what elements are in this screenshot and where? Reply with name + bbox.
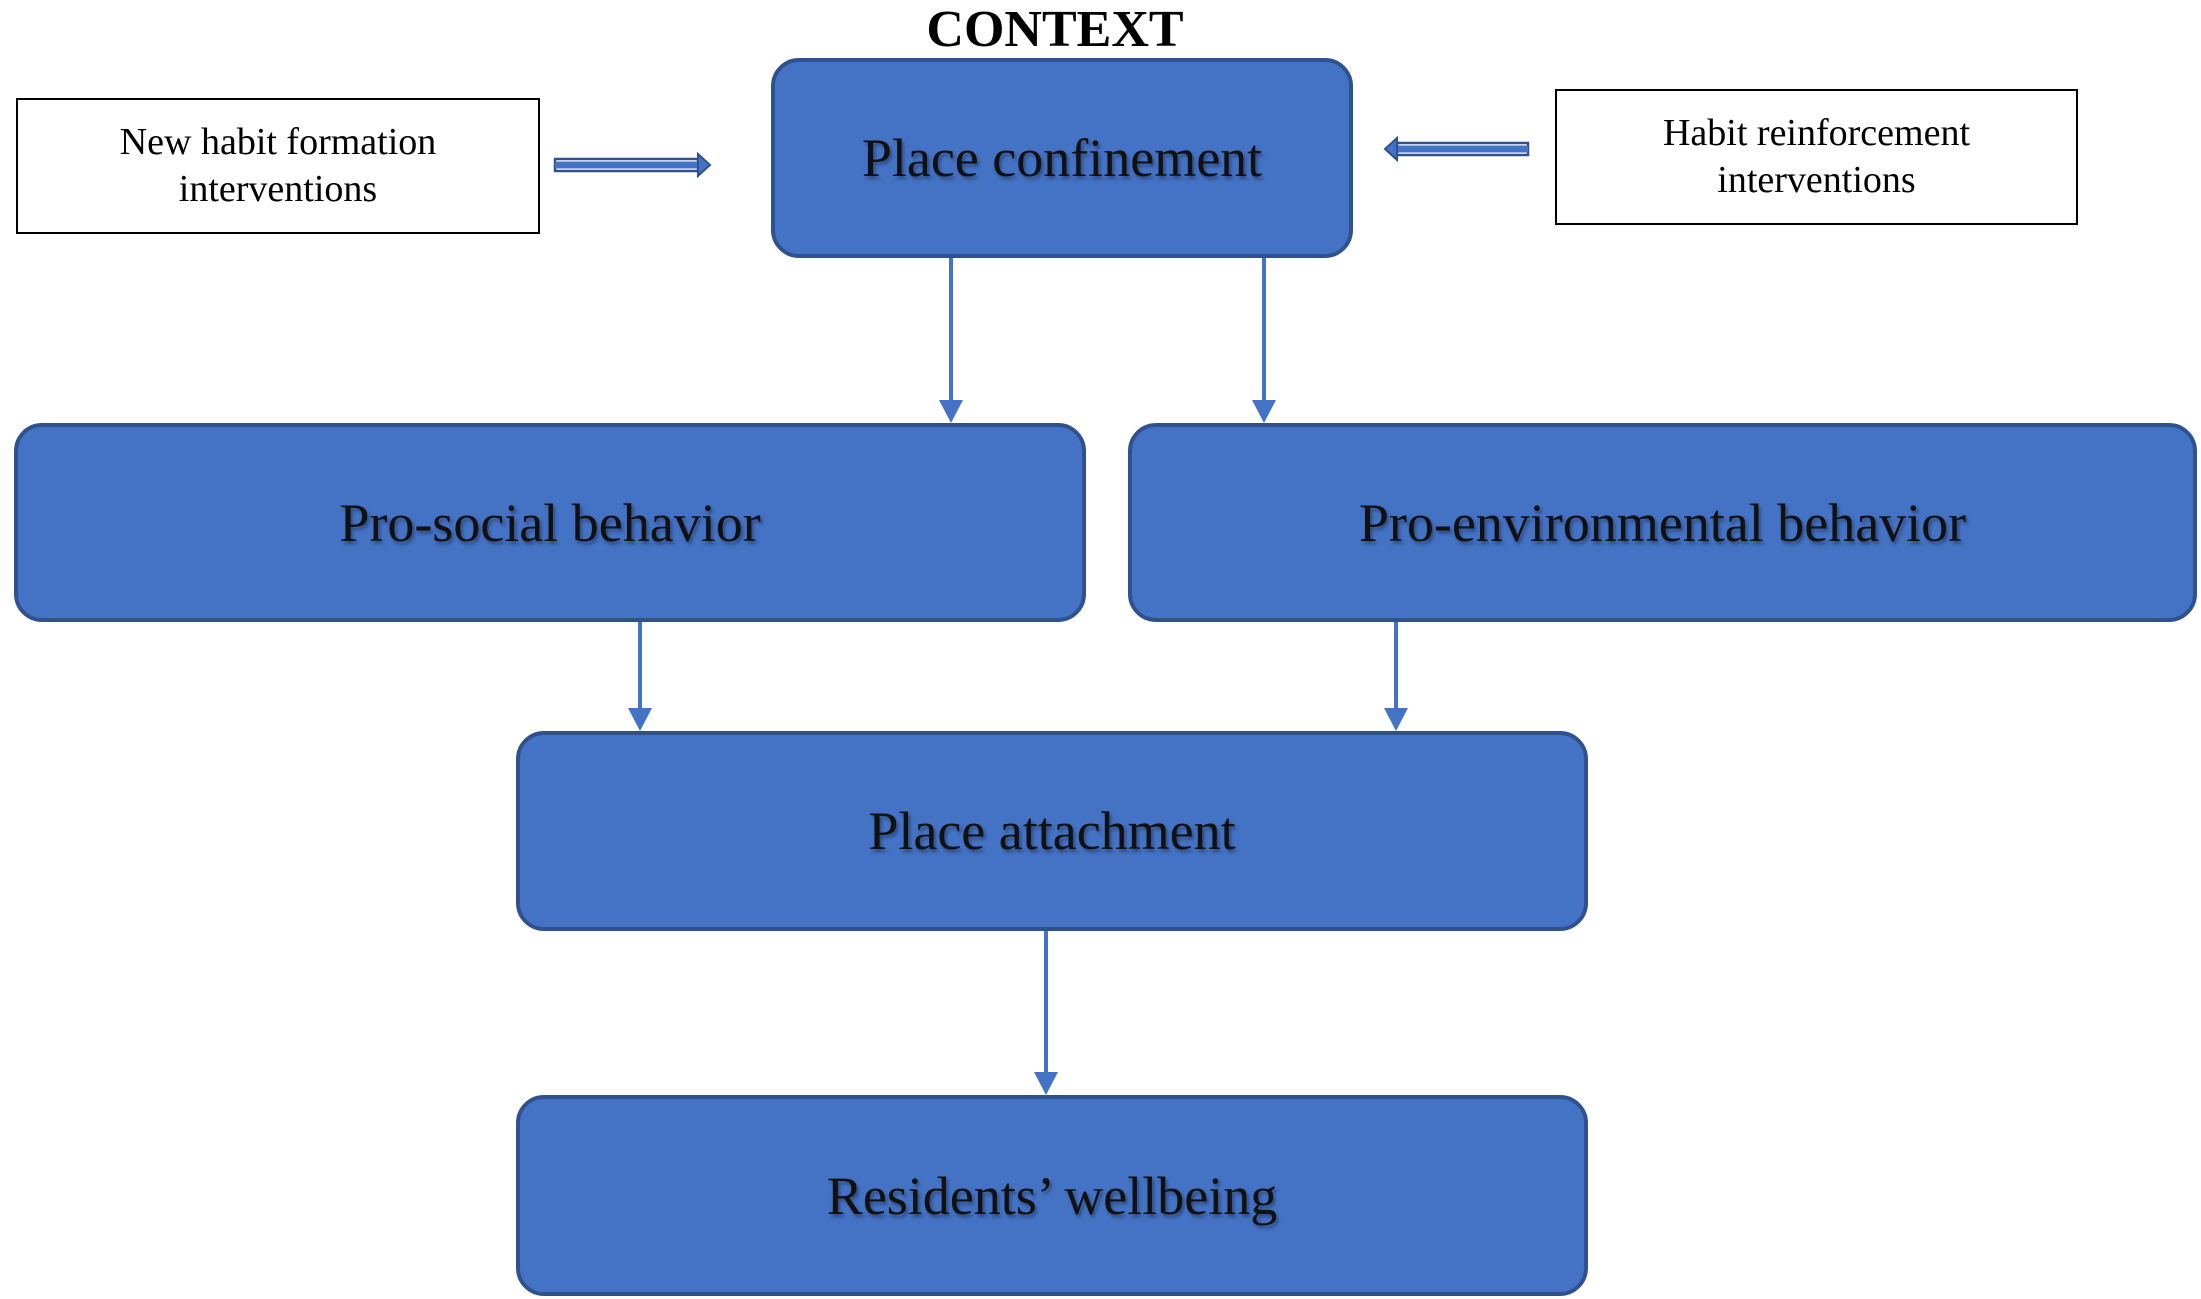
arrow-confinement-to-prosocial: [939, 258, 963, 423]
place-confinement-label: Place confinement: [861, 128, 1263, 188]
residents-wellbeing-label: Residents’ wellbeing: [826, 1165, 1278, 1226]
new-habit-formation-box: New habit formation interventions: [16, 98, 540, 234]
habit-reinforcement-label: Habit reinforcement interventions: [1662, 112, 1971, 201]
pro-environmental-behavior-box: Pro-environmental behavior: [1128, 423, 2197, 622]
place-attachment-box: Place attachment: [516, 731, 1588, 931]
arrow-prosocial-to-attachment: [628, 622, 652, 731]
arrow-proenvironmental-to-attachment: [1384, 622, 1408, 731]
pro-social-behavior-label: Pro-social behavior: [339, 492, 761, 553]
arrow-reinforcement-to-confinement: [1383, 135, 1530, 163]
new-habit-formation-label: New habit formation interventions: [119, 121, 437, 210]
place-confinement-box: Place confinement: [771, 58, 1353, 258]
pro-social-behavior-box: Pro-social behavior: [14, 423, 1086, 622]
habit-reinforcement-box: Habit reinforcement interventions: [1555, 89, 2078, 225]
pro-environmental-behavior-label: Pro-environmental behavior: [1358, 492, 1967, 553]
arrow-attachment-to-wellbeing: [1034, 931, 1058, 1095]
place-attachment-label: Place attachment: [868, 801, 1236, 861]
arrow-new-habit-to-confinement: [553, 151, 712, 179]
context-title: CONTEXT: [926, 1, 1184, 58]
residents-wellbeing-box: Residents’ wellbeing: [516, 1095, 1588, 1296]
arrow-confinement-to-proenvironmental: [1252, 258, 1276, 423]
